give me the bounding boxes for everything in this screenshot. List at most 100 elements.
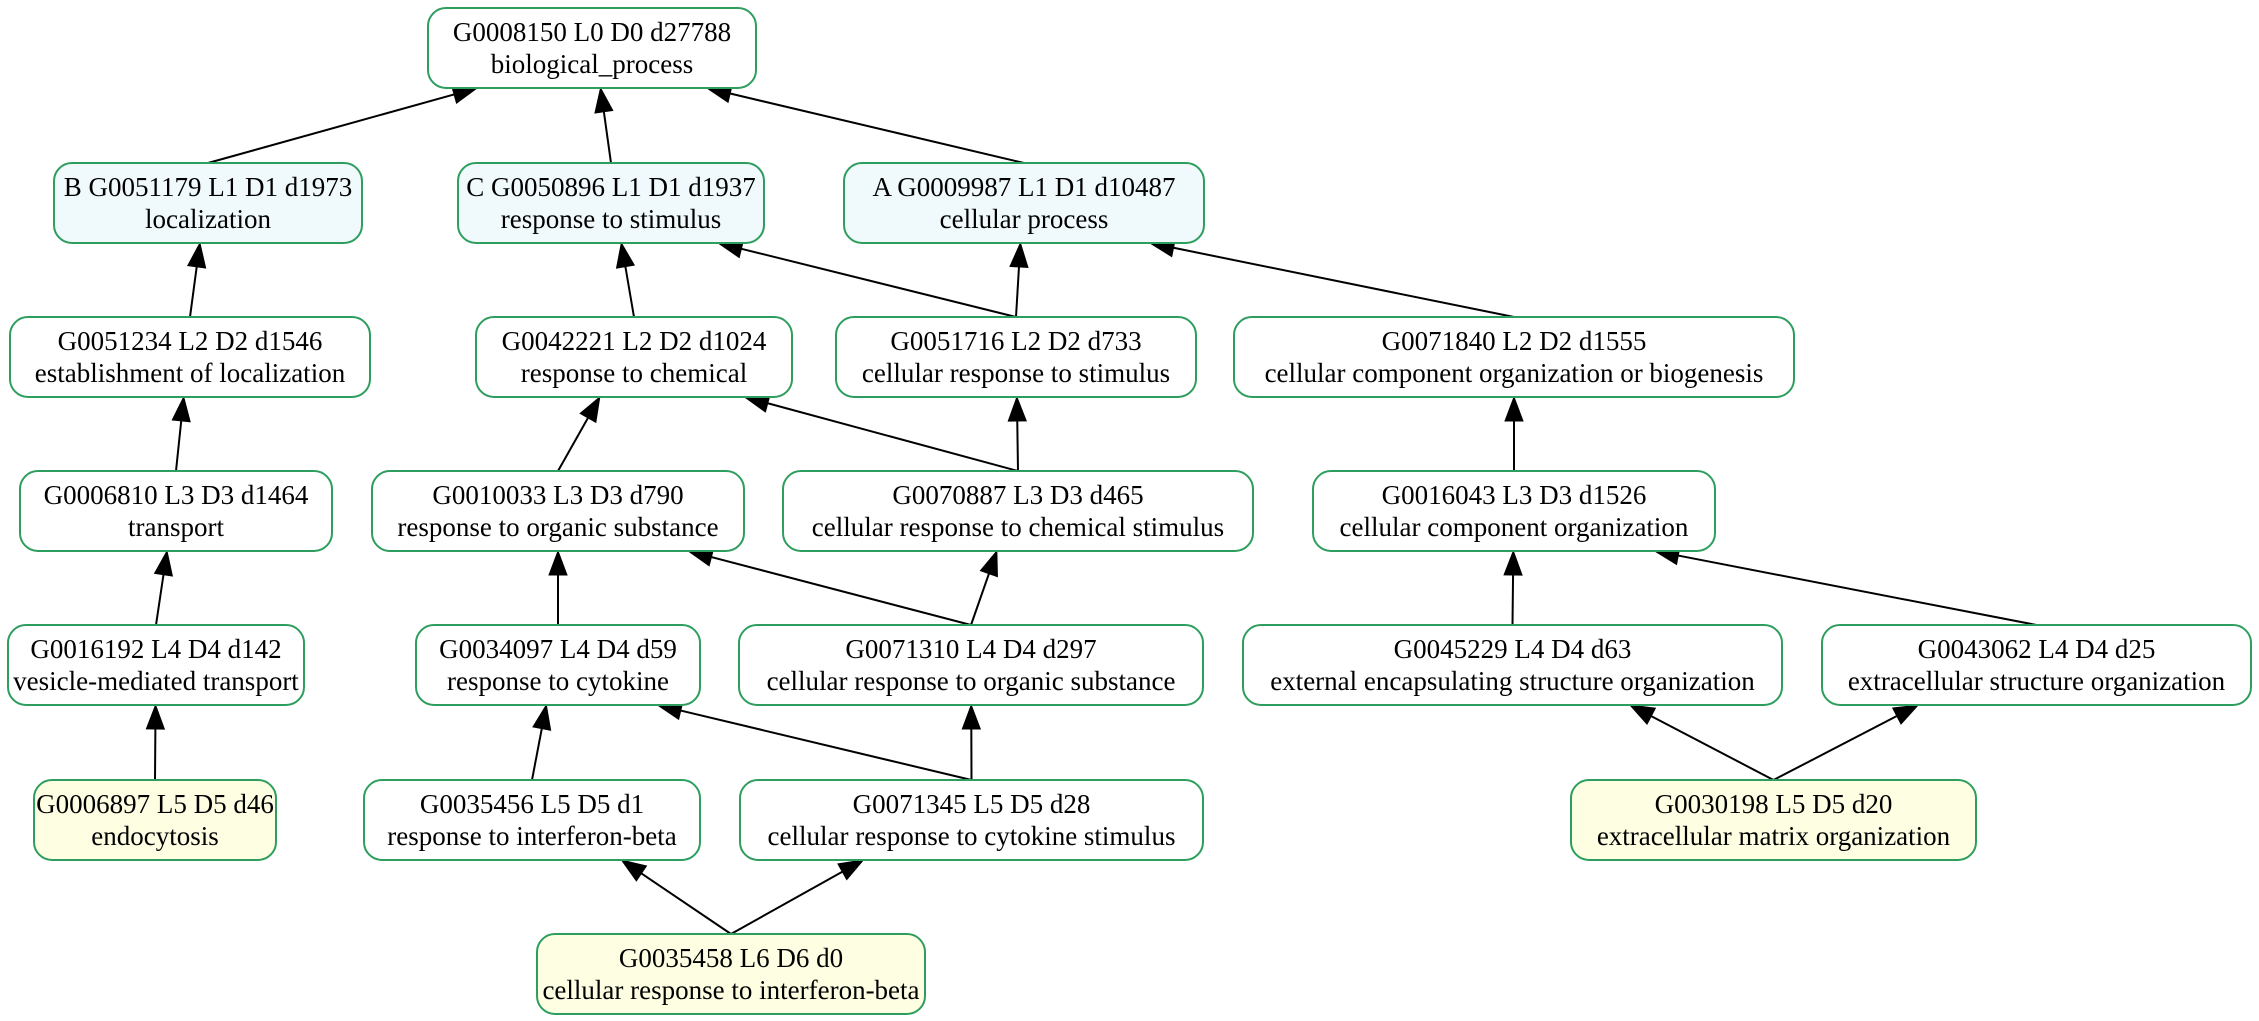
node-term-label: response to cytokine: [447, 666, 669, 696]
edge-G0071310-to-G0010033: [686, 547, 972, 626]
edge-G0030198-to-G0043062: [1773, 704, 1920, 781]
arrowhead: [1503, 549, 1523, 576]
edge-line: [1511, 574, 1515, 626]
node-id-label: G0016043 L3 D3 d1526: [1382, 480, 1647, 510]
node-term-label: response to organic substance: [397, 512, 718, 542]
edge-line: [531, 728, 543, 781]
node-id-label: G0010033 L3 D3 d790: [432, 480, 683, 510]
node-box: [739, 779, 1204, 861]
edge-G0006897-to-G0016192: [145, 703, 166, 781]
edge-line: [730, 870, 843, 935]
node-id-label: G0042221 L2 D2 d1024: [502, 326, 767, 356]
node-id-label: B G0051179 L1 D1 d1973: [64, 172, 353, 202]
arrowhead: [1504, 395, 1524, 422]
node-term-label: response to interferon-beta: [387, 821, 676, 851]
node-box: [415, 624, 701, 706]
edge-G0034097-to-G0010033: [548, 549, 568, 625]
edge-line: [767, 402, 1019, 472]
arrowhead: [145, 703, 166, 730]
edge-line: [1173, 246, 1515, 318]
node-term-label: response to chemical: [521, 358, 747, 388]
node-id-label: G0070887 L3 D3 d465: [892, 480, 1143, 510]
node-box: [536, 933, 926, 1015]
node-term-label: extracellular matrix organization: [1597, 821, 1951, 851]
edge-line: [1678, 554, 2037, 626]
edge-G0071345-to-G0071310: [961, 703, 982, 781]
arrowhead: [615, 241, 636, 269]
node-id-label: G0034097 L4 D4 d59: [439, 634, 677, 664]
node-term-label: vesicle-mediated transport: [13, 666, 299, 696]
node-box: [7, 624, 305, 706]
node-id-label: G0071345 L5 D5 d28: [853, 789, 1091, 819]
node-term-label: endocytosis: [91, 821, 219, 851]
node-term-label: cellular response to stimulus: [862, 358, 1170, 388]
node-term-label: external encapsulating structure organiz…: [1270, 666, 1755, 696]
node-box: [1312, 470, 1716, 552]
node-box: [363, 779, 701, 861]
edge-G0016043-to-G0071840: [1504, 395, 1524, 471]
arrowhead: [171, 395, 191, 423]
nodes-layer: G0008150 L0 D0 d27788biological_processB…: [7, 7, 2252, 1015]
arrowhead: [594, 86, 614, 114]
node-term-label: biological_process: [491, 49, 693, 79]
node-box: [1242, 624, 1783, 706]
edge-line: [970, 573, 990, 626]
arrowhead: [1628, 704, 1657, 725]
node-term-label: localization: [145, 204, 271, 234]
edge-line: [711, 556, 972, 626]
edge-line: [557, 417, 589, 472]
edge-line: [1650, 715, 1774, 781]
arrowhead: [1891, 704, 1920, 725]
node-id-label: A G0009987 L1 D1 d10487: [873, 172, 1176, 202]
edge-line: [729, 92, 1025, 164]
node-box: [9, 316, 371, 398]
edge-line: [1016, 420, 1019, 472]
node-term-label: cellular response to chemical stimulus: [812, 512, 1224, 542]
node-term-label: cellular response to organic substance: [767, 666, 1176, 696]
edge-G0051234-to-G0051179: [187, 241, 207, 318]
node-term-label: response to stimulus: [501, 204, 722, 234]
edge-G0070887-to-G0051716: [1007, 395, 1027, 472]
node-term-label: cellular component organization: [1340, 512, 1689, 542]
edge-G0035456-to-G0034097: [531, 703, 552, 781]
edge-line: [602, 111, 612, 164]
node-term-label: establishment of localization: [35, 358, 346, 388]
edge-G0010033-to-G0042221: [557, 395, 601, 472]
node-box: [33, 779, 277, 861]
edge-G0071840-to-G0009987: [1148, 238, 1515, 318]
node-id-label: G0016192 L4 D4 d142: [30, 634, 281, 664]
node-box: [53, 162, 363, 244]
edge-G0070887-to-G0042221: [743, 394, 1019, 472]
node-box: [1570, 779, 1977, 861]
edge-G0071310-to-G0070887: [970, 549, 998, 626]
arrowhead: [579, 395, 601, 424]
edge-line: [741, 247, 1017, 318]
node-id-label: G0051716 L2 D2 d733: [890, 326, 1141, 356]
node-box: [843, 162, 1205, 244]
node-id-label: G0030198 L5 D5 d20: [1655, 789, 1893, 819]
arrowhead: [187, 241, 207, 269]
node-box: [371, 470, 745, 552]
edge-line: [624, 266, 635, 318]
node-box: [475, 316, 793, 398]
edge-line: [640, 872, 732, 935]
edge-line: [1773, 715, 1898, 781]
edge-G0050896-to-G0008150: [594, 86, 614, 164]
arrowhead: [837, 859, 865, 881]
edge-line: [1015, 266, 1020, 318]
